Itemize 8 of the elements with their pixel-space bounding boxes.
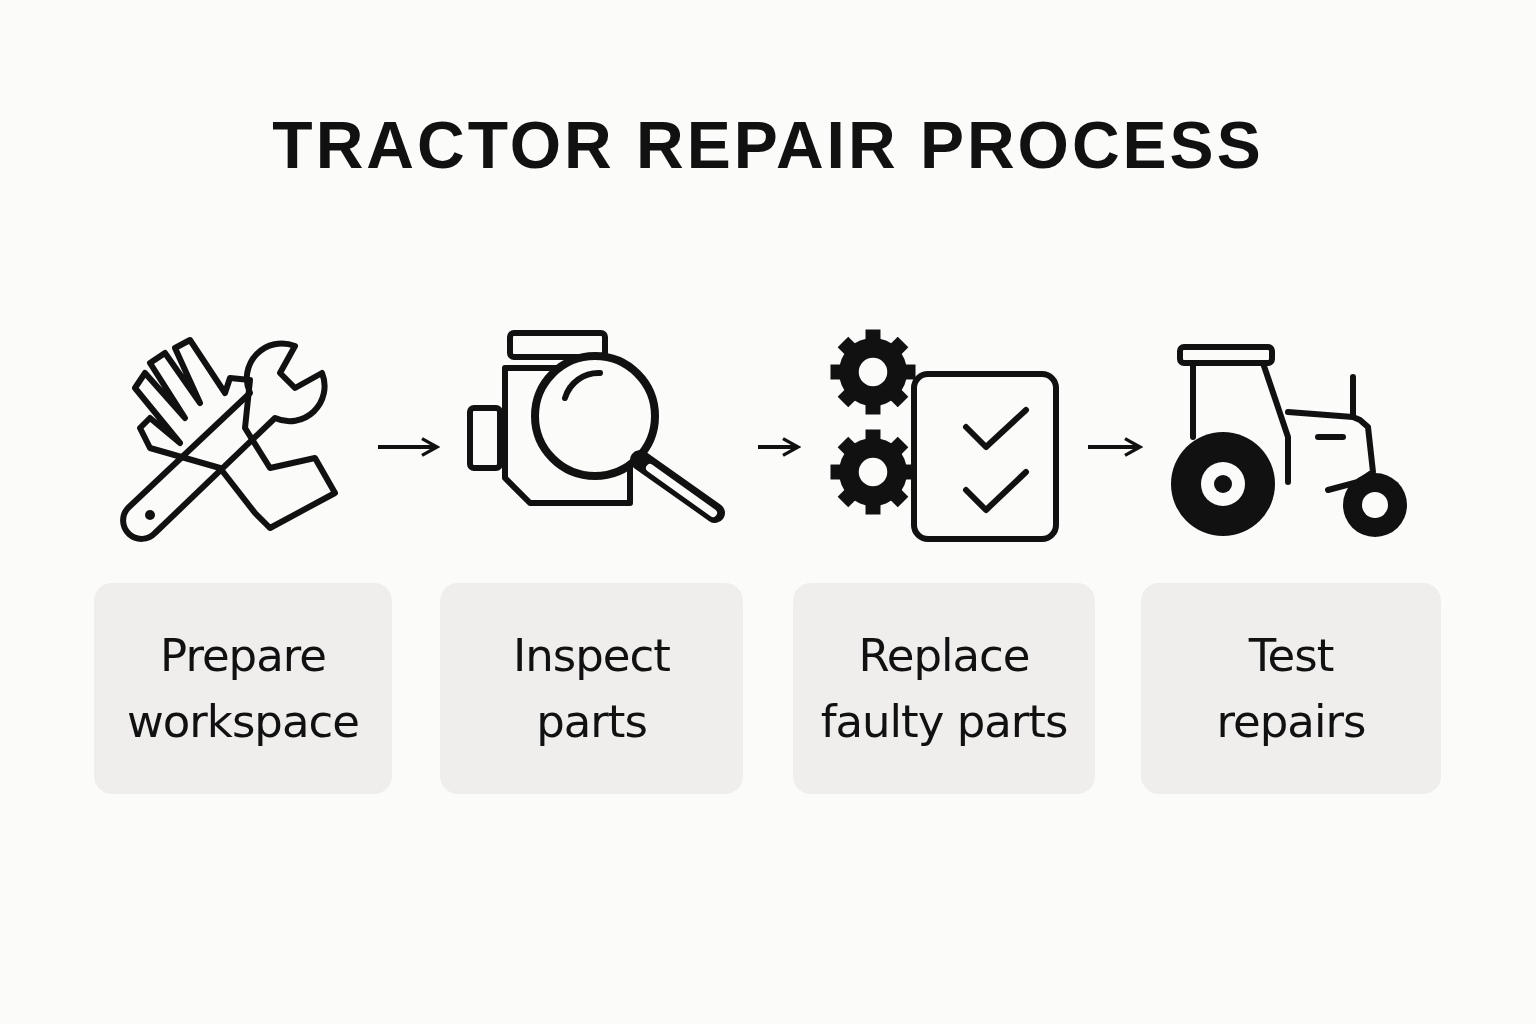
step-label: Inspect parts bbox=[512, 627, 671, 750]
step-label: Replace faulty parts bbox=[819, 627, 1069, 750]
arrow bbox=[758, 437, 800, 457]
diagram-title: TRACTOR REPAIR PROCESS bbox=[272, 112, 1264, 178]
step-label: Test repairs bbox=[1215, 627, 1367, 750]
arrow bbox=[378, 437, 439, 457]
step-label: Prepare workspace bbox=[126, 627, 360, 750]
arrow bbox=[1088, 437, 1142, 457]
